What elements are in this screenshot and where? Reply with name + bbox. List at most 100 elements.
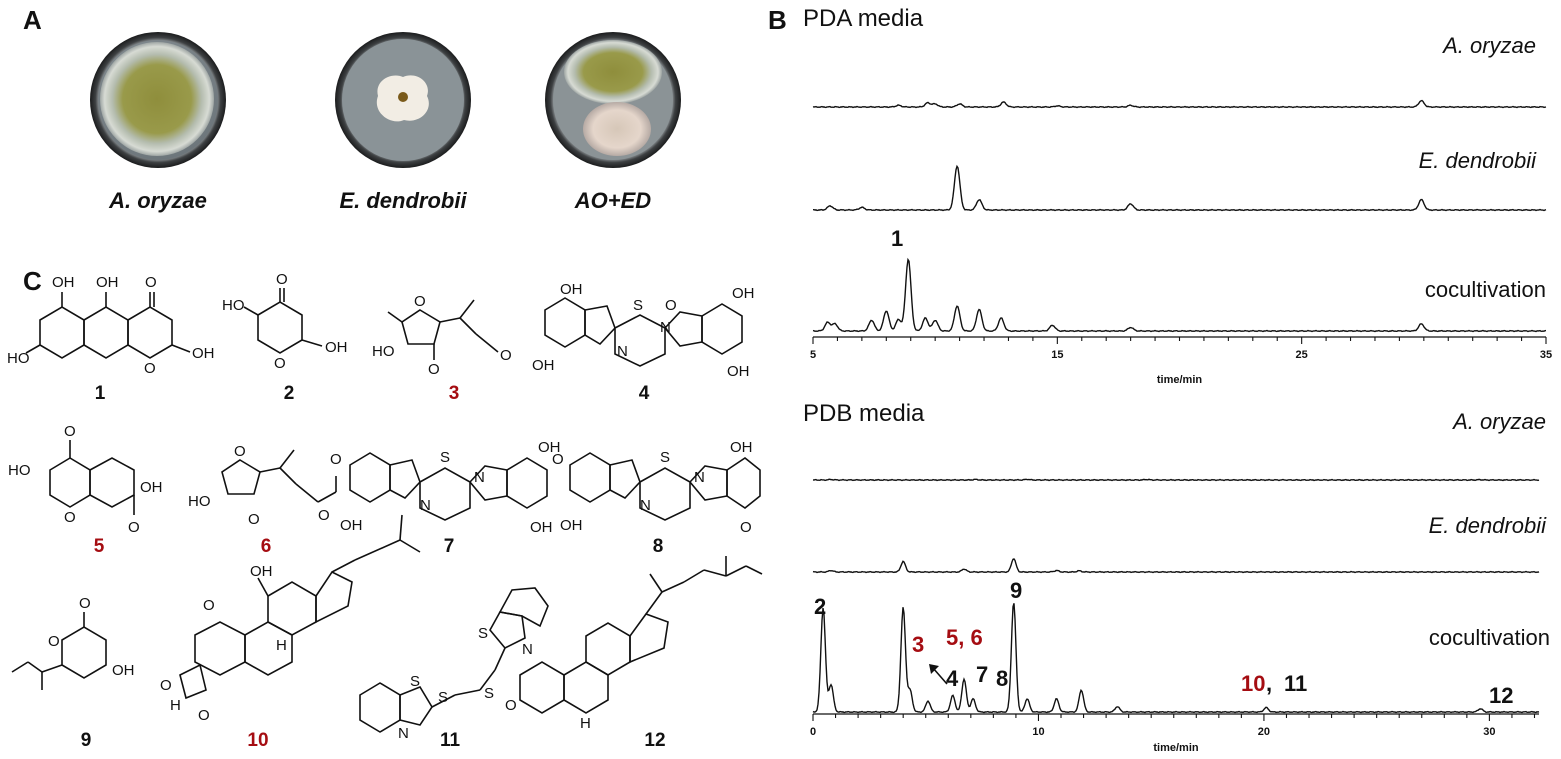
x-axis-label-1: time/min (1153, 742, 1199, 754)
svg-text:S: S (660, 449, 670, 466)
petri-dish-photos (90, 32, 681, 168)
x-tick-label-1-0: 0 (810, 726, 816, 738)
peak-label-11: 11 (1284, 671, 1308, 696)
svg-text:OH: OH (560, 517, 583, 534)
panel-letter-a: A (23, 5, 42, 35)
chromatogram-trace-0-1 (813, 164, 1547, 212)
pdb-label-cocultivation: cocultivation (1428, 625, 1550, 650)
svg-text:N: N (398, 725, 409, 742)
structure-8: O S N N OH OH O (552, 439, 761, 536)
peak-label-8: 8 (996, 666, 1009, 691)
compound-number-3: 3 (448, 383, 460, 404)
peak-label-1: 1 (891, 226, 904, 251)
peak-label-3: 3 (912, 632, 925, 657)
pda-media-title: PDA media (803, 5, 924, 32)
svg-text:O: O (330, 451, 342, 468)
compound-number-11: 11 (439, 730, 461, 751)
svg-text:OH: OH (538, 439, 561, 456)
compound-number-7: 7 (443, 536, 455, 557)
svg-text:O: O (740, 519, 752, 536)
structure-10: OOH OO HH (160, 514, 421, 724)
compound-number-2: 2 (283, 383, 295, 404)
svg-text:OH: OH (340, 517, 363, 534)
svg-text:O: O (665, 297, 677, 314)
compound-number-9: 9 (80, 730, 92, 751)
x-tick-label-0-5: 5 (810, 349, 816, 361)
peak-label-10: 10 (1241, 671, 1266, 696)
svg-text:OH: OH (560, 281, 583, 298)
x-tick-label-1-30: 30 (1483, 726, 1495, 738)
structure-3: OHO OO (372, 293, 512, 378)
svg-text:OH: OH (730, 439, 753, 456)
chromatogram-trace-0-0 (812, 99, 1547, 109)
svg-text:S: S (478, 625, 488, 642)
svg-text:N: N (694, 469, 705, 486)
svg-text:O: O (318, 507, 330, 524)
svg-text:OH: OH (250, 563, 273, 580)
svg-text:OH: OH (532, 357, 555, 374)
x-tick-label-1-10: 10 (1032, 726, 1044, 738)
svg-text:OH: OH (52, 274, 75, 291)
svg-text:HO: HO (7, 350, 30, 367)
peak-label-9: 9 (1010, 578, 1023, 603)
dish-label-e-dendrobii: E. dendrobii (339, 188, 467, 213)
svg-text:OH: OH (530, 519, 553, 536)
svg-text:O: O (203, 597, 215, 614)
peak-label-7: 7 (976, 662, 989, 687)
peak-label-5-6: 5, 6 (946, 625, 983, 650)
svg-text:O: O (248, 511, 260, 528)
svg-text:N: N (522, 641, 533, 658)
svg-text:O: O (144, 360, 156, 377)
pda-label-a-oryzae: A. oryzae (1443, 33, 1536, 58)
svg-text:O: O (79, 595, 91, 612)
svg-text:OH: OH (192, 345, 215, 362)
chromatogram-trace-1-0 (812, 478, 1540, 482)
svg-text:OH: OH (96, 274, 119, 291)
svg-text:OH: OH (140, 479, 163, 496)
svg-text:H: H (580, 715, 591, 732)
peak-label-12: 12 (1489, 683, 1514, 708)
svg-text:O: O (234, 443, 246, 460)
structure-2: OHO OOH (222, 271, 348, 372)
svg-text:OH: OH (112, 662, 135, 679)
pda-label-e-dendrobii: E. dendrobii (1418, 148, 1536, 173)
structure-11: S N S S S N (359, 587, 549, 742)
structure-9: O O OH (11, 595, 135, 690)
svg-text:O: O (48, 633, 60, 650)
svg-text:N: N (640, 497, 651, 514)
svg-text:O: O (64, 423, 76, 440)
peak-label-comma: , (1266, 671, 1273, 696)
svg-text:O: O (414, 293, 426, 310)
panel-letter-b: B (768, 5, 787, 35)
x-axis-label-0: time/min (1157, 374, 1203, 386)
svg-text:O: O (145, 274, 157, 291)
svg-text:S: S (484, 685, 494, 702)
dish-a-oryzae (90, 32, 226, 168)
svg-text:H: H (170, 697, 181, 714)
svg-text:HO: HO (8, 462, 31, 479)
compound-number-1: 1 (94, 383, 106, 404)
panel-letter-c: C (23, 266, 42, 296)
svg-text:S: S (440, 449, 450, 466)
pdb-media-title: PDB media (803, 400, 925, 427)
svg-text:O: O (505, 697, 517, 714)
compound-number-10: 10 (247, 730, 269, 751)
svg-text:S: S (410, 673, 420, 690)
dish-ao-ed (545, 32, 681, 168)
x-tick-label-0-25: 25 (1296, 349, 1308, 361)
compound-number-12: 12 (644, 730, 666, 751)
svg-text:S: S (438, 689, 448, 706)
x-tick-label-0-15: 15 (1051, 349, 1063, 361)
svg-text:N: N (617, 343, 628, 360)
structure-12: OH (505, 556, 763, 732)
pdb-label-e-dendrobii: E. dendrobii (1428, 513, 1546, 538)
svg-text:O: O (552, 451, 564, 468)
dish-e-dendrobii (335, 32, 471, 168)
svg-text:OH: OH (727, 363, 750, 380)
svg-text:N: N (474, 469, 485, 486)
svg-text:O: O (428, 361, 440, 378)
